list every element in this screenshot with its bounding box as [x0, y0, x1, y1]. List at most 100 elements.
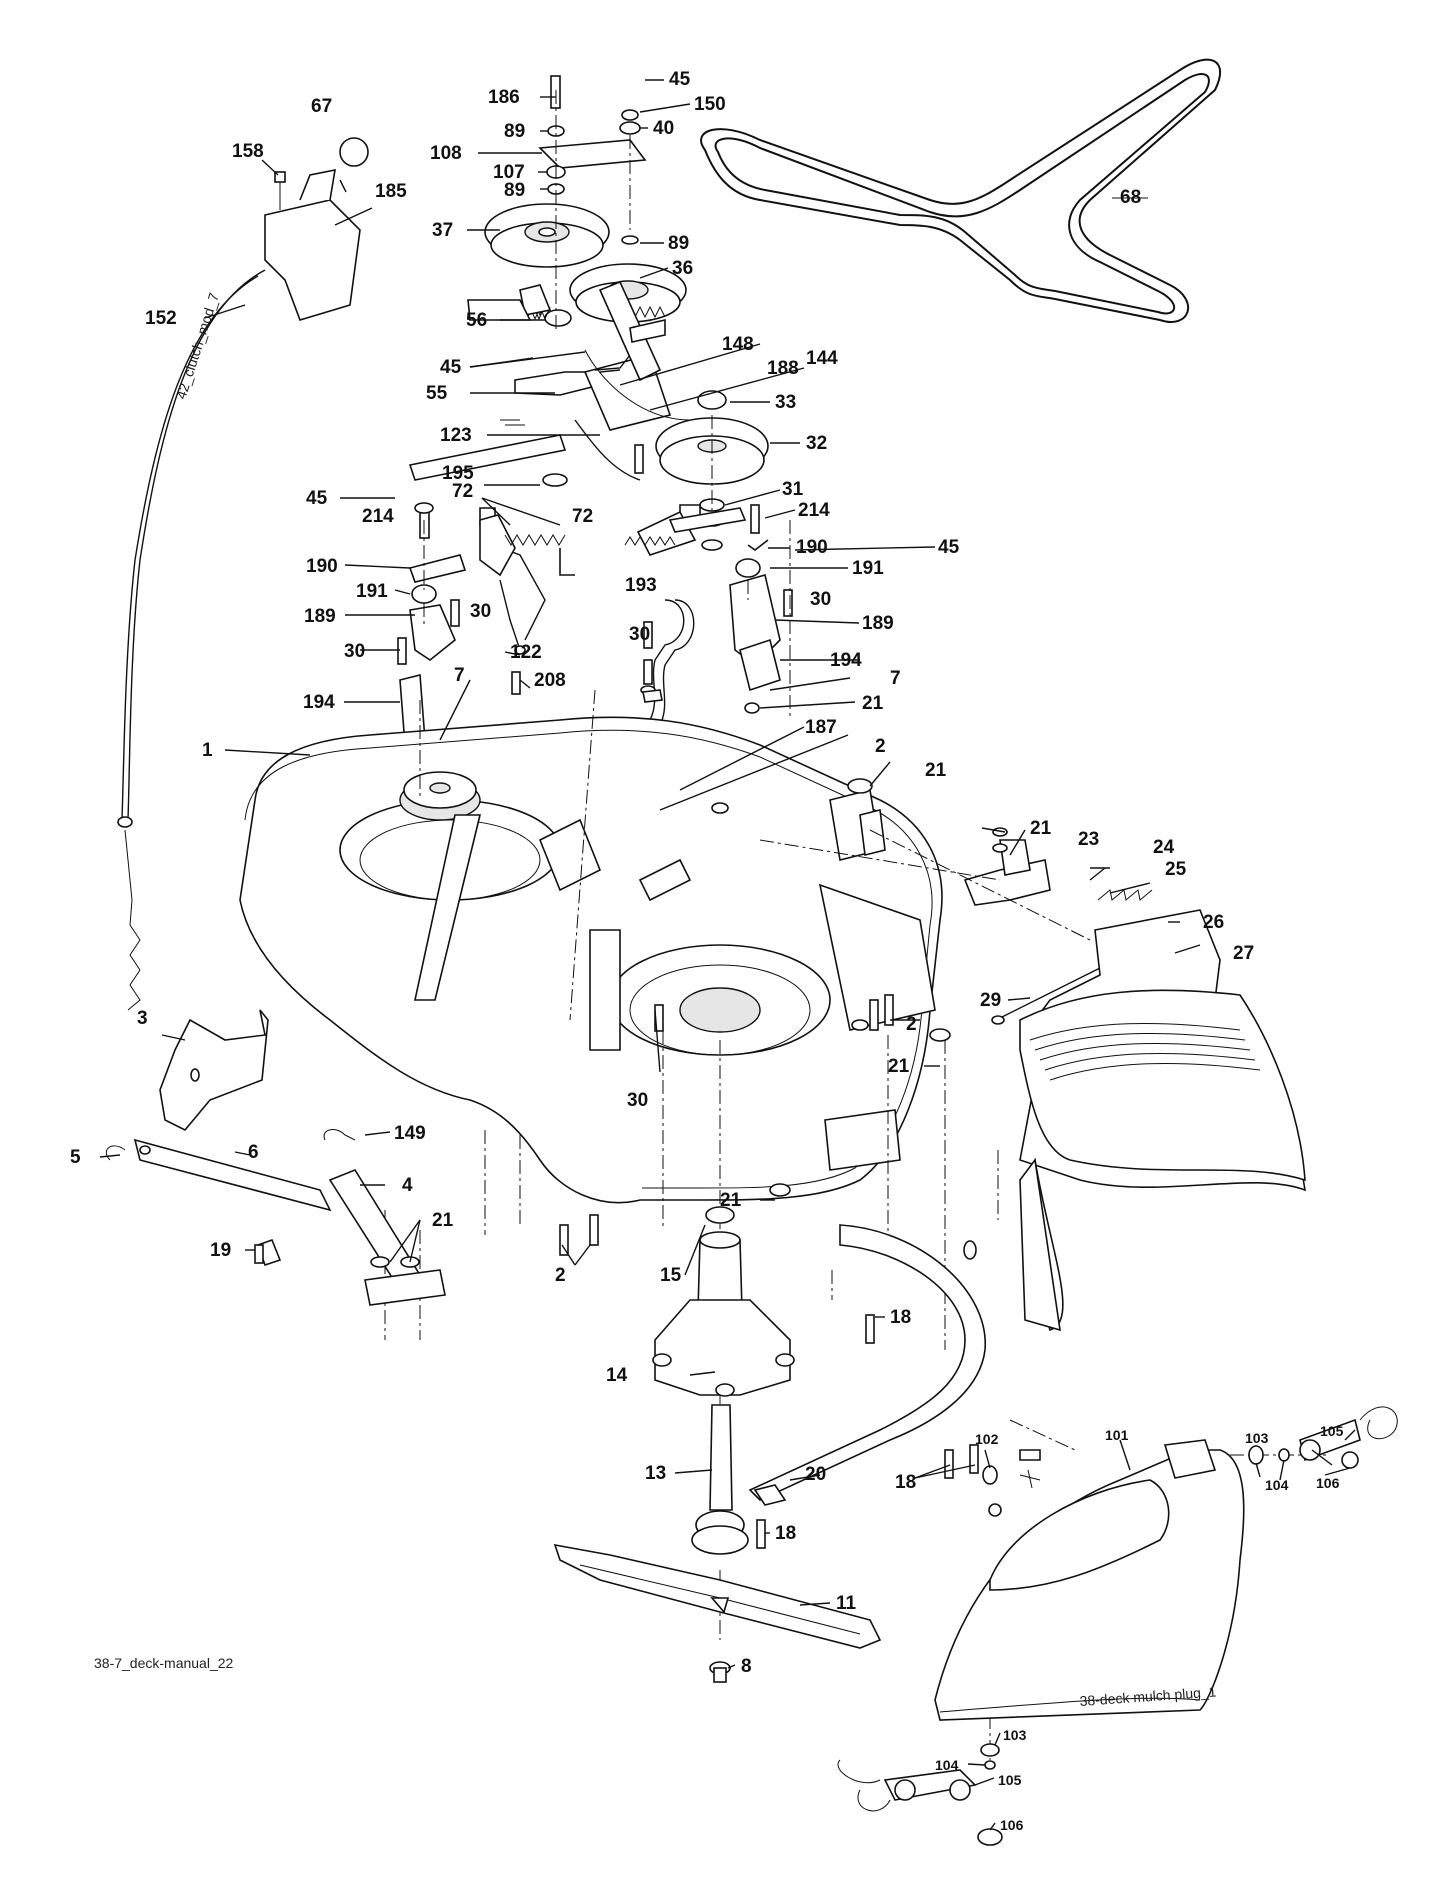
- label-103-a: 103: [1245, 1430, 1269, 1446]
- label-105-a: 105: [1320, 1423, 1344, 1439]
- label-18-b: 18: [895, 1472, 916, 1493]
- label-27: 27: [1233, 943, 1254, 964]
- label-31: 31: [782, 479, 804, 500]
- label-1: 1: [202, 740, 213, 761]
- label-195: 195: [442, 463, 474, 484]
- label-32: 32: [806, 433, 827, 454]
- label-149: 149: [394, 1123, 426, 1144]
- leader-lines: [99, 79, 1356, 1831]
- label-72-a: 72: [452, 481, 473, 502]
- label-89-c: 89: [668, 233, 689, 254]
- label-185: 185: [375, 181, 407, 202]
- label-105-b: 105: [998, 1772, 1022, 1788]
- label-194-a: 194: [303, 692, 335, 713]
- label-30-a: 30: [470, 601, 491, 622]
- label-2-c: 2: [555, 1265, 566, 1286]
- clutch-cable-assembly: [117, 137, 369, 1011]
- label-7-a: 7: [454, 665, 465, 686]
- label-21-d: 21: [888, 1056, 910, 1077]
- label-72-b: 72: [572, 506, 593, 527]
- label-67: 67: [311, 96, 332, 117]
- label-30-b: 30: [344, 641, 365, 662]
- label-158: 158: [232, 141, 264, 162]
- label-45-d: 45: [938, 537, 960, 558]
- label-29: 29: [980, 990, 1001, 1011]
- label-45-a: 45: [669, 69, 691, 90]
- label-214-b: 214: [798, 500, 830, 521]
- deck-bolts: [559, 994, 894, 1256]
- label-30-d: 30: [627, 1090, 648, 1111]
- label-190-b: 190: [796, 537, 828, 558]
- label-108: 108: [430, 143, 462, 164]
- label-107: 107: [493, 162, 525, 183]
- label-55: 55: [426, 383, 448, 404]
- label-68: 68: [1120, 187, 1141, 208]
- label-104-a: 104: [1265, 1477, 1289, 1493]
- label-194-b: 194: [830, 650, 862, 671]
- label-15: 15: [660, 1265, 682, 1286]
- label-189-b: 189: [862, 613, 894, 634]
- label-191-b: 191: [852, 558, 884, 579]
- label-106-b: 106: [1000, 1817, 1024, 1833]
- label-30-e: 30: [810, 589, 831, 610]
- lift-linkage: [105, 1009, 446, 1306]
- label-21-a: 21: [862, 693, 884, 714]
- label-102: 102: [975, 1431, 999, 1447]
- label-5: 5: [70, 1147, 81, 1168]
- label-21-b: 21: [925, 760, 947, 781]
- label-45-b: 45: [440, 357, 462, 378]
- label-13: 13: [645, 1463, 666, 1484]
- label-3: 3: [137, 1008, 148, 1029]
- label-186: 186: [488, 87, 520, 108]
- label-214-a: 214: [362, 506, 394, 527]
- label-104-b: 104: [935, 1757, 959, 1773]
- drive-belt: [700, 58, 1221, 323]
- label-30-c: 30: [629, 624, 650, 645]
- mulch-plug-assembly: [837, 1406, 1398, 1846]
- label-6: 6: [248, 1142, 259, 1163]
- label-148: 148: [722, 334, 754, 355]
- label-2-b: 2: [906, 1014, 917, 1035]
- knob-67: [339, 137, 369, 167]
- label-187: 187: [805, 717, 837, 738]
- label-36: 36: [672, 258, 693, 279]
- label-25: 25: [1165, 859, 1187, 880]
- label-26: 26: [1203, 912, 1224, 933]
- label-123: 123: [440, 425, 472, 446]
- mower-deck: [239, 716, 951, 1204]
- label-4: 4: [402, 1175, 413, 1196]
- spindle-assembly: [652, 1206, 795, 1555]
- label-144: 144: [806, 348, 838, 369]
- label-37: 37: [432, 220, 453, 241]
- discharge-chute-assembly: [847, 778, 1307, 1332]
- label-189-a: 189: [304, 606, 336, 627]
- idler-arms: [408, 280, 769, 641]
- label-21-e: 21: [720, 1190, 742, 1211]
- baffle: [748, 1224, 1041, 1517]
- label-2-a: 2: [875, 736, 886, 757]
- label-89-b: 89: [504, 180, 525, 201]
- label-188: 188: [767, 358, 799, 379]
- spindle-pulley: [655, 390, 769, 534]
- label-11: 11: [836, 1593, 857, 1614]
- label-208: 208: [534, 670, 566, 691]
- label-101: 101: [1105, 1427, 1129, 1443]
- label-23: 23: [1078, 829, 1099, 850]
- label-20: 20: [805, 1464, 826, 1485]
- label-152: 152: [145, 308, 177, 329]
- label-106-a: 106: [1316, 1475, 1340, 1491]
- label-21-f: 21: [432, 1210, 454, 1231]
- label-21-c: 21: [1030, 818, 1052, 839]
- diagram-caption: 38-7_deck-manual_22: [94, 1655, 234, 1671]
- label-56: 56: [466, 310, 487, 331]
- blade-assembly: [553, 1543, 882, 1683]
- label-193: 193: [625, 575, 657, 596]
- label-7-b: 7: [890, 668, 901, 689]
- label-14: 14: [606, 1365, 628, 1386]
- label-40: 40: [653, 118, 674, 139]
- label-190-a: 190: [306, 556, 338, 577]
- label-18-c: 18: [775, 1523, 796, 1544]
- cable-caption: 42_clutch_mod_7: [173, 291, 222, 401]
- label-45-c: 45: [306, 488, 328, 509]
